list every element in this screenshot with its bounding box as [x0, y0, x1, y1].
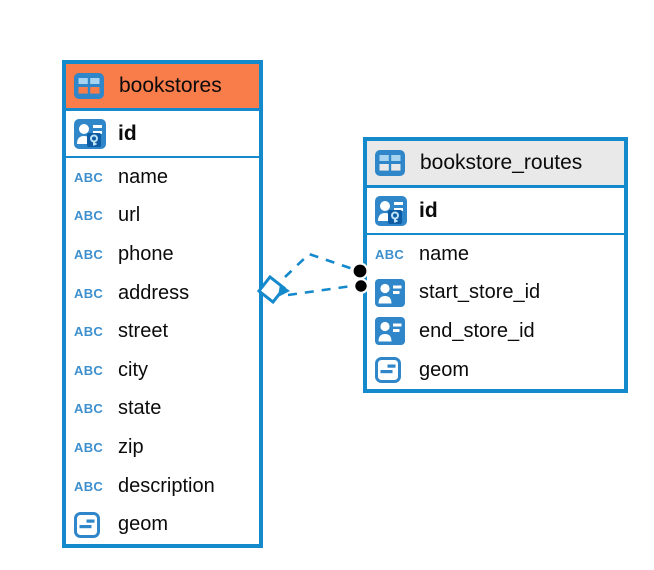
column-row-end-store-id[interactable]: end_store_id	[367, 312, 624, 351]
column-row-state[interactable]: ABC state	[66, 390, 259, 429]
relation-source-marker[interactable]	[256, 274, 290, 305]
column-row-routes-id[interactable]: id	[367, 188, 624, 235]
column-name: zip	[118, 435, 144, 458]
text-type-icon: ABC	[74, 478, 104, 494]
object-type-icon	[375, 357, 411, 384]
column-row-zip[interactable]: ABC zip	[66, 428, 259, 467]
column-row-phone[interactable]: ABC phone	[66, 235, 259, 274]
column-name: geom	[419, 358, 470, 381]
column-row-name[interactable]: ABC name	[367, 235, 624, 274]
table-title: bookstores	[119, 74, 222, 97]
table-header-bookstore-routes[interactable]: bookstore_routes	[367, 141, 624, 188]
text-type-icon: ABC	[74, 169, 104, 185]
column-name: address	[118, 281, 190, 304]
column-name: description	[118, 474, 215, 497]
column-name: name	[118, 165, 169, 188]
column-name: name	[419, 242, 470, 265]
primary-key-icon	[74, 118, 110, 149]
relationship-line-end-store[interactable]	[287, 284, 353, 297]
column-row-bookstores-id[interactable]: id	[66, 111, 259, 158]
object-type-icon	[74, 511, 110, 538]
relationship-line-start-store[interactable]	[284, 252, 354, 278]
table-header-bookstores[interactable]: bookstores	[66, 64, 259, 111]
column-name: url	[118, 204, 141, 227]
text-type-icon: ABC	[74, 285, 104, 301]
column-name: state	[118, 397, 162, 420]
table-title: bookstore_routes	[420, 151, 583, 174]
column-name: end_store_id	[419, 319, 535, 342]
column-name: id	[118, 121, 137, 145]
column-row-street[interactable]: ABC street	[66, 312, 259, 351]
column-row-url[interactable]: ABC url	[66, 197, 259, 236]
column-row-geom[interactable]: geom	[66, 505, 259, 544]
text-type-icon: ABC	[74, 401, 104, 417]
table-columns: ABC name ABC url ABC phone ABC address A…	[66, 158, 259, 544]
primary-key-icon	[375, 195, 411, 226]
column-row-geom[interactable]: geom	[367, 351, 624, 390]
column-row-name[interactable]: ABC name	[66, 158, 259, 197]
column-name: id	[419, 198, 438, 222]
column-name: geom	[118, 513, 169, 536]
table-columns: ABC name start_store_id	[367, 235, 624, 389]
text-type-icon: ABC	[74, 246, 104, 262]
column-row-description[interactable]: ABC description	[66, 467, 259, 506]
reference-type-icon	[375, 317, 411, 346]
column-name: street	[118, 320, 169, 343]
table-icon	[74, 73, 110, 99]
column-row-city[interactable]: ABC city	[66, 351, 259, 390]
column-name: start_store_id	[419, 281, 541, 304]
reference-type-icon	[375, 278, 411, 307]
column-row-address[interactable]: ABC address	[66, 274, 259, 313]
text-type-icon: ABC	[74, 208, 104, 224]
column-row-start-store-id[interactable]: start_store_id	[367, 274, 624, 313]
text-type-icon: ABC	[74, 362, 104, 378]
column-name: phone	[118, 242, 174, 265]
column-name: city	[118, 358, 148, 381]
text-type-icon: ABC	[74, 324, 104, 340]
table-bookstores[interactable]: bookstores id ABC	[62, 60, 263, 548]
table-icon	[375, 150, 411, 176]
table-bookstore-routes[interactable]: bookstore_routes id ABC	[363, 137, 628, 394]
text-type-icon: ABC	[375, 246, 405, 262]
text-type-icon: ABC	[74, 439, 104, 455]
